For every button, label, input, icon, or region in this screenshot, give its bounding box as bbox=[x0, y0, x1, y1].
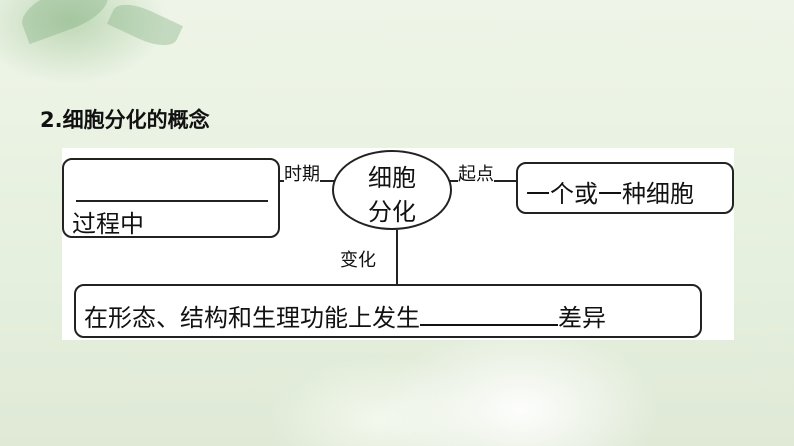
edge-label-down: 变化 bbox=[340, 246, 376, 272]
left-node-blank bbox=[76, 200, 268, 202]
left-node-text: 过程中 bbox=[72, 210, 144, 238]
connector-down bbox=[396, 230, 398, 284]
bottom-node-before: 在形态、结构和生理功能上发生 bbox=[84, 304, 420, 332]
center-node-line1: 细胞 bbox=[368, 164, 416, 192]
center-node-line2: 分化 bbox=[368, 198, 416, 226]
bottom-node: 在形态、结构和生理功能上发生 差异 bbox=[74, 284, 702, 338]
edge-label-left: 时期 bbox=[284, 160, 320, 186]
edge-label-right: 起点 bbox=[458, 160, 494, 186]
diagram-panel: 时期 起点 变化 过程中 细胞 分化 一个或一种细胞 在形态、结构和生理功能上发… bbox=[62, 148, 734, 340]
left-node: 过程中 bbox=[62, 158, 280, 238]
bottom-node-after: 差异 bbox=[558, 304, 606, 332]
center-node: 细胞 分化 bbox=[332, 150, 452, 230]
page-title: 2.细胞分化的概念 bbox=[40, 108, 210, 132]
right-node-text: 一个或一种细胞 bbox=[526, 180, 694, 208]
bottom-node-blank bbox=[420, 302, 558, 326]
bottom-node-text: 在形态、结构和生理功能上发生 差异 bbox=[84, 298, 606, 333]
right-node: 一个或一种细胞 bbox=[516, 162, 734, 214]
